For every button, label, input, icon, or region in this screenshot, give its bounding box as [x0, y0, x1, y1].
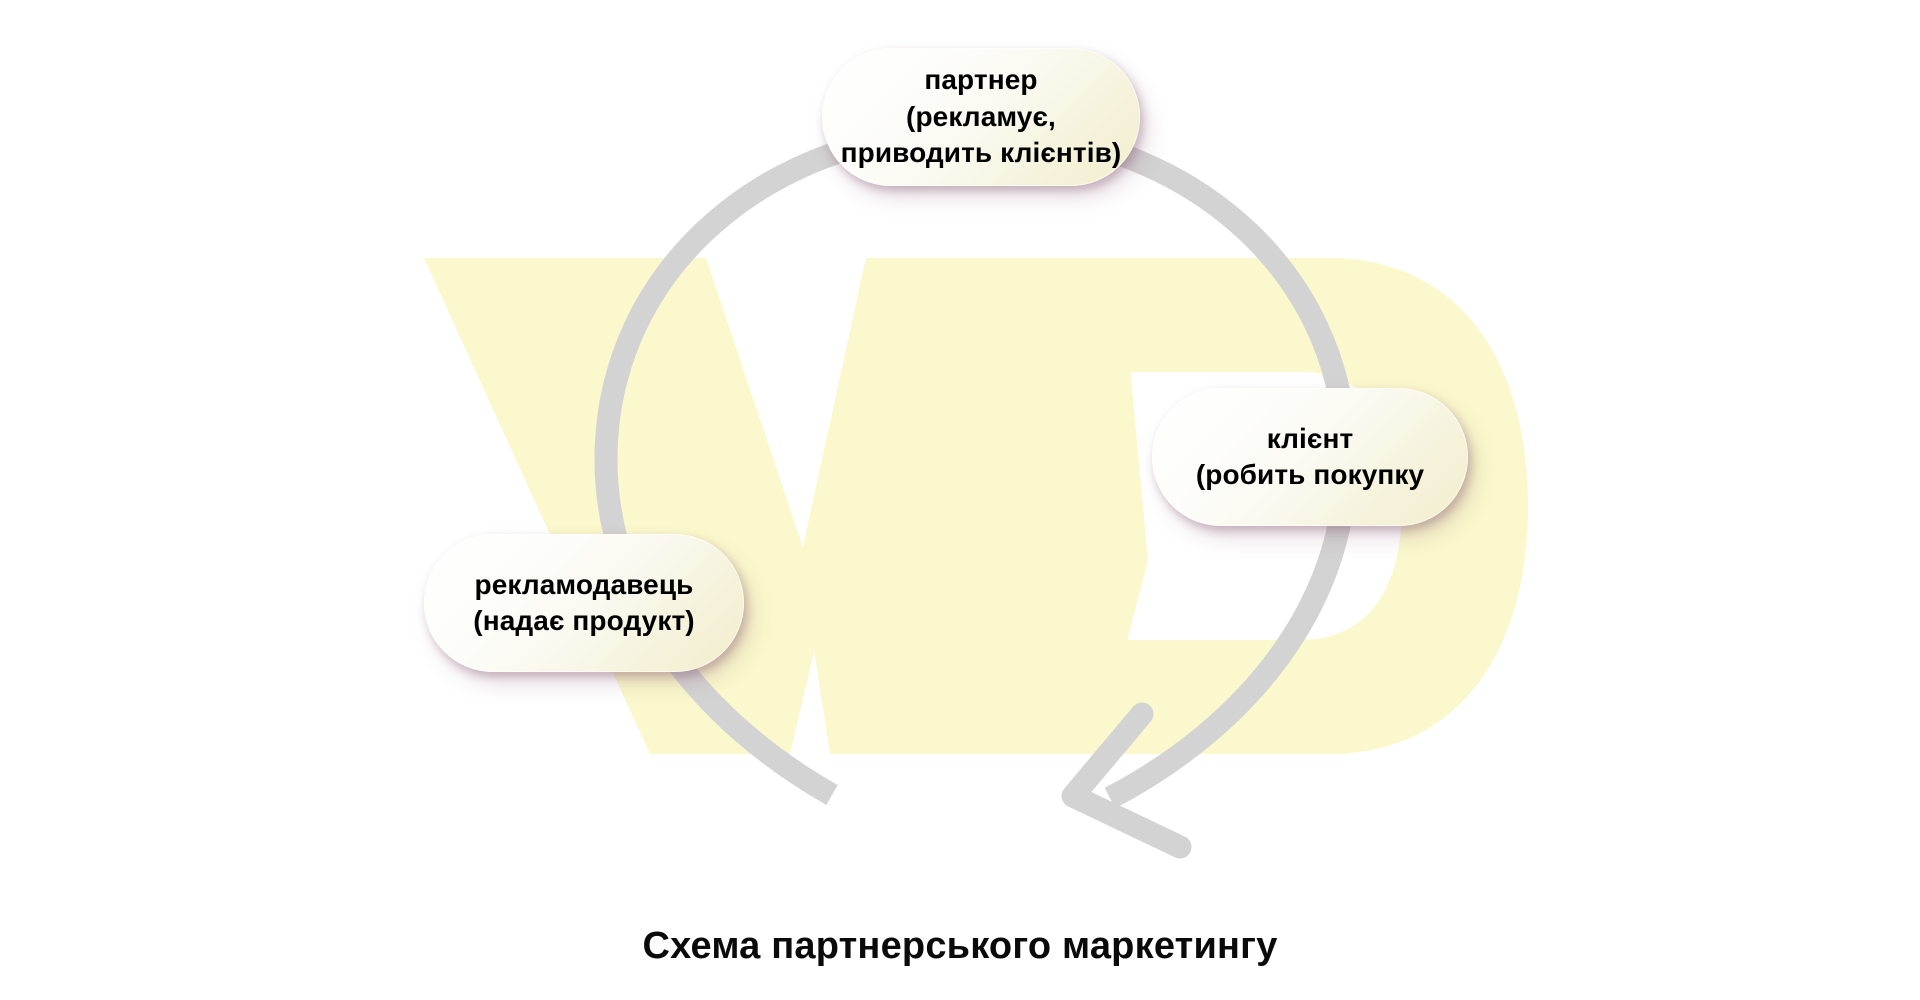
- watermark-w-stroke-2: [596, 258, 824, 754]
- node-advertiser-label: рекламодавець (надає продукт): [473, 568, 695, 636]
- watermark-w-stroke-4: [980, 258, 1148, 754]
- cycle-arrow-head: [1061, 702, 1192, 859]
- watermark-w-stroke-1: [424, 258, 760, 754]
- node-client[interactable]: клієнт (робить покупку: [1152, 388, 1468, 526]
- node-partner[interactable]: партнер (рекламує, приводить клієнтів): [822, 48, 1140, 186]
- diagram-caption: Схема партнерського маркетингу: [642, 925, 1278, 967]
- node-advertiser[interactable]: рекламодавець (надає продукт): [424, 534, 744, 672]
- watermark-w-stroke-3: [800, 258, 1040, 754]
- node-partner-label: партнер (рекламує, приводить клієнтів): [840, 64, 1122, 169]
- node-client-label: клієнт (робить покупку: [1195, 422, 1425, 490]
